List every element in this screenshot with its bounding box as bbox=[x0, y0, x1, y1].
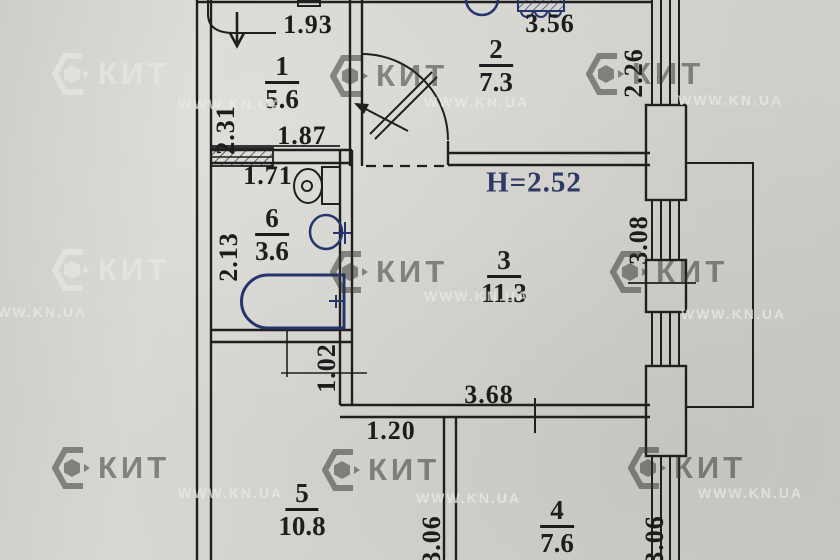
room-area: 5.6 bbox=[265, 84, 299, 115]
washbasin-icon bbox=[308, 213, 351, 251]
dimension-lines bbox=[212, 145, 536, 433]
door-swing-icon bbox=[354, 53, 449, 141]
room-number: 4 bbox=[540, 496, 574, 529]
dim-room5-depth: 3.06 bbox=[417, 515, 446, 560]
dim-room4-depth: 3.06 bbox=[640, 515, 669, 560]
room-label-1: 1 5.6 bbox=[265, 52, 299, 115]
entrance-door bbox=[207, 0, 321, 49]
room-label-3: 3 11.3 bbox=[481, 246, 527, 309]
room-number: 1 bbox=[265, 52, 299, 85]
room-area: 3.6 bbox=[255, 236, 289, 267]
dim-hall-bottom: 1.87 bbox=[277, 121, 327, 150]
room-label-4: 4 7.6 bbox=[540, 496, 574, 559]
right-wall-windows bbox=[628, 0, 696, 560]
dim-entry-width: 1.93 bbox=[283, 10, 333, 39]
vent-duct-hatch-icon bbox=[210, 147, 274, 167]
toilet-icon bbox=[293, 166, 341, 205]
meter-box-icon bbox=[297, 0, 321, 7]
room-number: 2 bbox=[479, 35, 513, 68]
room-label-5: 5 10.8 bbox=[278, 479, 325, 542]
room-area: 11.3 bbox=[481, 278, 527, 309]
room-area: 7.3 bbox=[479, 67, 513, 98]
room-number: 5 bbox=[285, 479, 319, 512]
ceiling-height-label: H=2.52 bbox=[486, 166, 582, 199]
dim-bath-depth: 2.13 bbox=[214, 232, 243, 282]
dim-kitchen-fixture: 3.56 bbox=[525, 9, 575, 38]
entrance-arrow-icon bbox=[228, 12, 246, 49]
stove-icon bbox=[517, 0, 565, 18]
bathtub-icon bbox=[240, 273, 346, 330]
window-room4-icon bbox=[651, 456, 680, 560]
room-area: 7.6 bbox=[540, 528, 574, 559]
dim-room3-right: 3.08 bbox=[624, 215, 653, 265]
kitchen-sink-icon bbox=[464, 0, 500, 17]
room-area: 10.8 bbox=[278, 511, 326, 542]
dim-kitchen-right: 2.26 bbox=[619, 48, 648, 98]
dim-hall-depth: 2.31 bbox=[211, 105, 240, 155]
room-number: 6 bbox=[255, 204, 289, 237]
dim-corridor-wall: 1.02 bbox=[312, 343, 341, 393]
balcony-outline bbox=[686, 162, 754, 408]
room-number: 3 bbox=[487, 246, 521, 279]
outer-walls bbox=[195, 0, 652, 560]
window-room3-upper-icon bbox=[651, 200, 680, 260]
room-label-6: 6 3.6 bbox=[255, 204, 289, 267]
room-label-2: 2 7.3 bbox=[479, 35, 513, 98]
dim-bath-top: 1.71 bbox=[243, 161, 293, 190]
dim-corridor-passage: 1.20 bbox=[366, 416, 416, 445]
window-room3-lower-icon bbox=[651, 312, 680, 366]
window-kitchen-icon bbox=[651, 0, 680, 105]
dim-room3-bottom: 3.68 bbox=[464, 380, 514, 409]
entrance-door-swing bbox=[207, 0, 276, 34]
